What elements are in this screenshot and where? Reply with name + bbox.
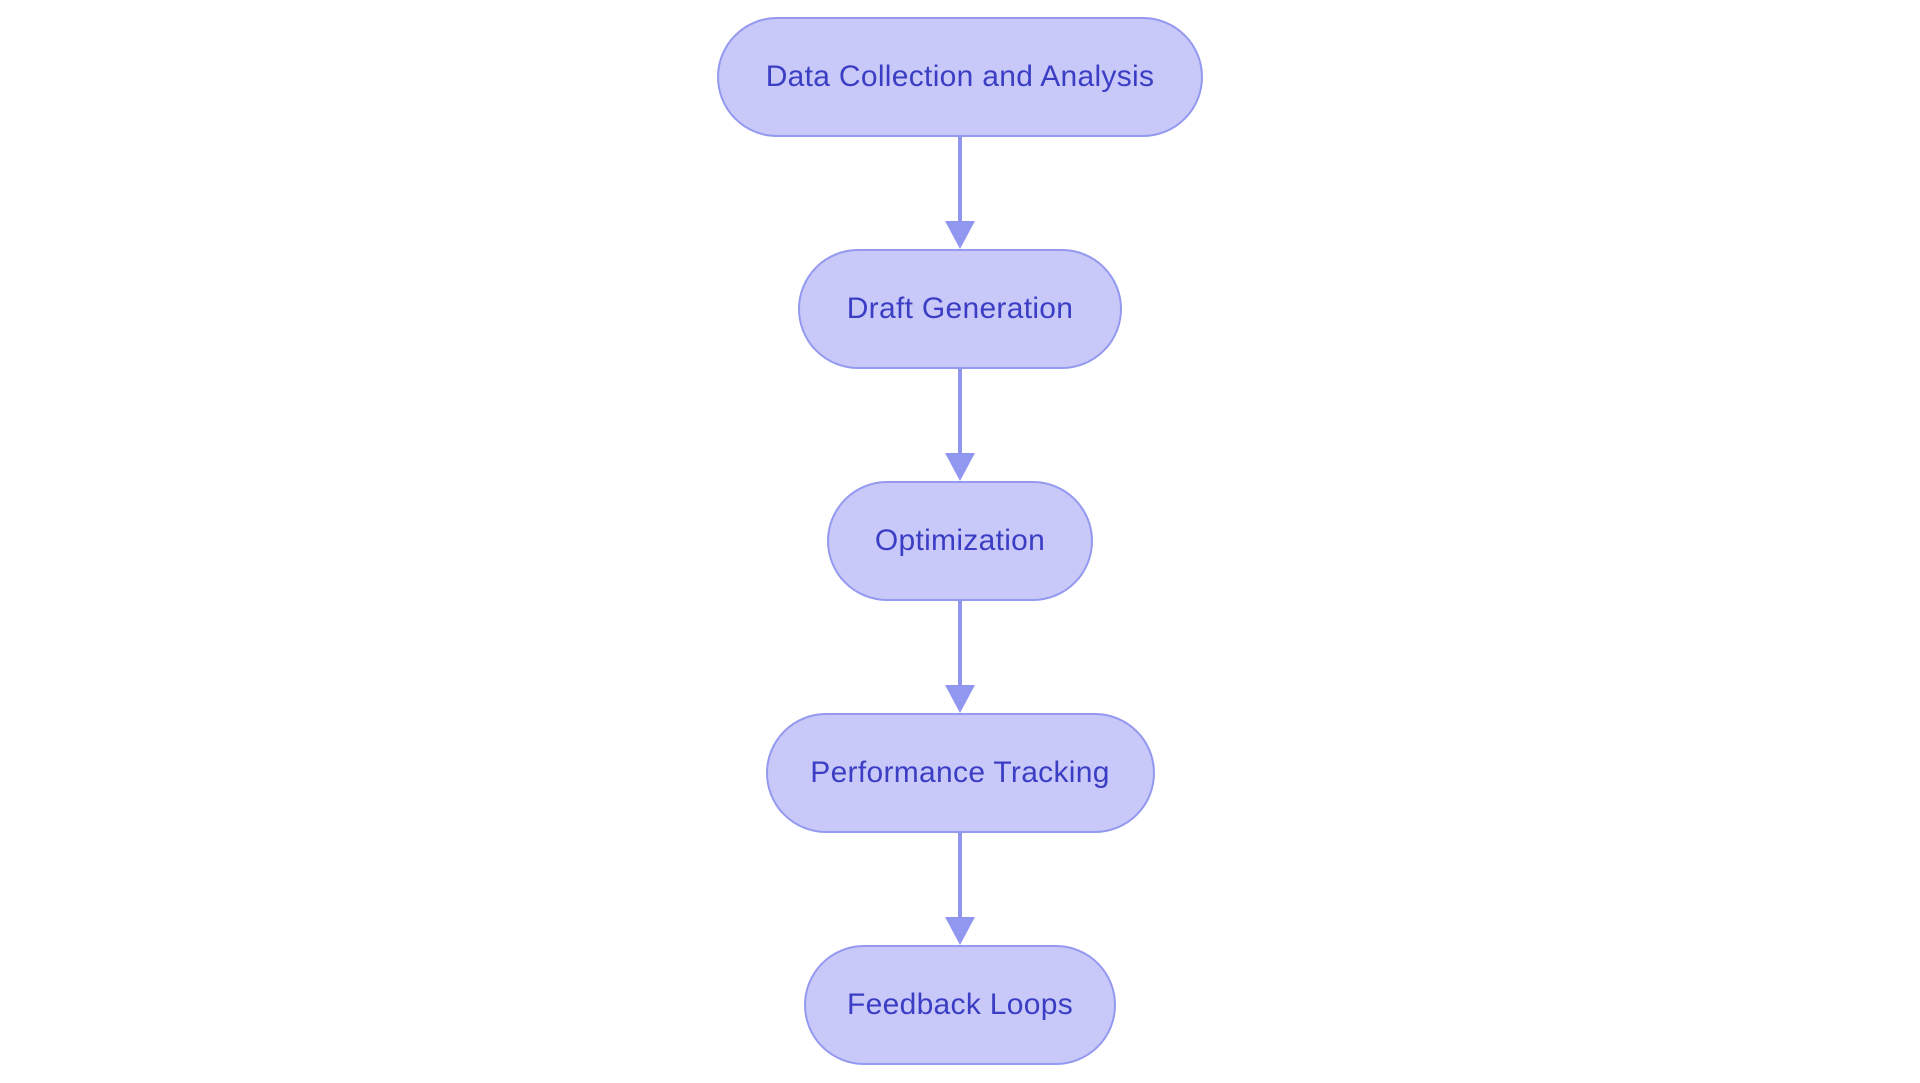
node-performance-tracking: Performance Tracking (765, 713, 1155, 833)
arrow-down-icon (945, 685, 975, 713)
arrow-1 (945, 137, 975, 249)
arrow-down-icon (945, 453, 975, 481)
arrow-stem (958, 601, 962, 685)
arrow-down-icon (945, 917, 975, 945)
arrow-stem (958, 833, 962, 917)
node-label: Performance Tracking (810, 756, 1110, 789)
arrow-4 (945, 833, 975, 945)
arrow-down-icon (945, 221, 975, 249)
node-optimization: Optimization (827, 481, 1093, 601)
node-label: Feedback Loops (846, 988, 1074, 1021)
node-label: Optimization (874, 524, 1046, 557)
arrow-3 (945, 601, 975, 713)
arrow-2 (945, 369, 975, 481)
node-draft-generation: Draft Generation (798, 249, 1122, 369)
node-label: Data Collection and Analysis (765, 60, 1155, 93)
arrow-stem (958, 137, 962, 221)
arrow-stem (958, 369, 962, 453)
node-label: Draft Generation (846, 292, 1074, 325)
node-data-collection-and-analysis: Data Collection and Analysis (717, 17, 1203, 137)
node-feedback-loops: Feedback Loops (804, 945, 1116, 1065)
